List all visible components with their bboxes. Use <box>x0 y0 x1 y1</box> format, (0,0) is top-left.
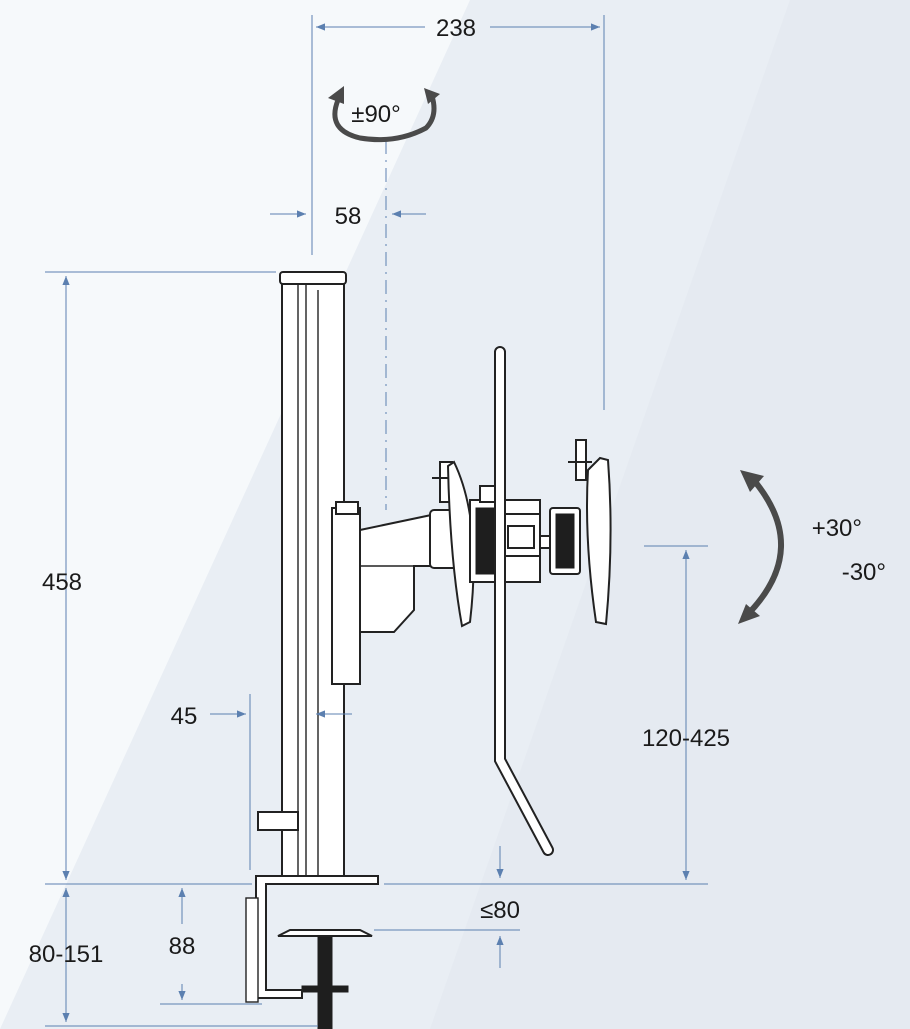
tilt-core <box>475 507 495 575</box>
label-swivel: ±90° <box>351 101 400 128</box>
clamp-handle <box>301 985 349 993</box>
label-arm-offset: 58 <box>335 203 362 230</box>
label-clamp-depth: 88 <box>169 933 196 960</box>
dimension-labels: 238 ±90° 58 458 +30° -30° 45 120-425 ≤80… <box>29 15 886 968</box>
mount-drawing <box>245 271 612 1029</box>
label-pole-depth: 45 <box>171 703 198 730</box>
label-desk-clearance: ≤80 <box>480 897 520 924</box>
label-tilt-down: -30° <box>842 559 886 586</box>
adapter-bolt <box>575 439 587 481</box>
clamp-plate <box>245 897 259 1003</box>
vesa-plate-1 <box>446 460 475 628</box>
adapter-core <box>555 513 575 569</box>
label-width-total: 238 <box>436 15 476 42</box>
clamp-pad <box>277 929 373 937</box>
label-height-range: 120-425 <box>642 725 730 752</box>
clamp-bolt <box>317 934 333 1029</box>
dimension-lines <box>45 15 708 1027</box>
vesa-plate-2 <box>586 456 612 626</box>
tilt-arrow-icon <box>738 470 784 624</box>
pole-cap <box>279 271 347 285</box>
pole-clamp <box>331 507 361 685</box>
clamp-body <box>255 875 379 999</box>
pole-clamp-knob <box>335 501 359 515</box>
label-clamp-range: 80-151 <box>29 941 104 968</box>
label-tilt-up: +30° <box>812 515 862 542</box>
label-pole-height: 458 <box>42 569 82 596</box>
tilt-inner <box>507 525 535 549</box>
swivel-arrow-icon <box>328 86 440 143</box>
height-stop-collar <box>257 811 299 831</box>
